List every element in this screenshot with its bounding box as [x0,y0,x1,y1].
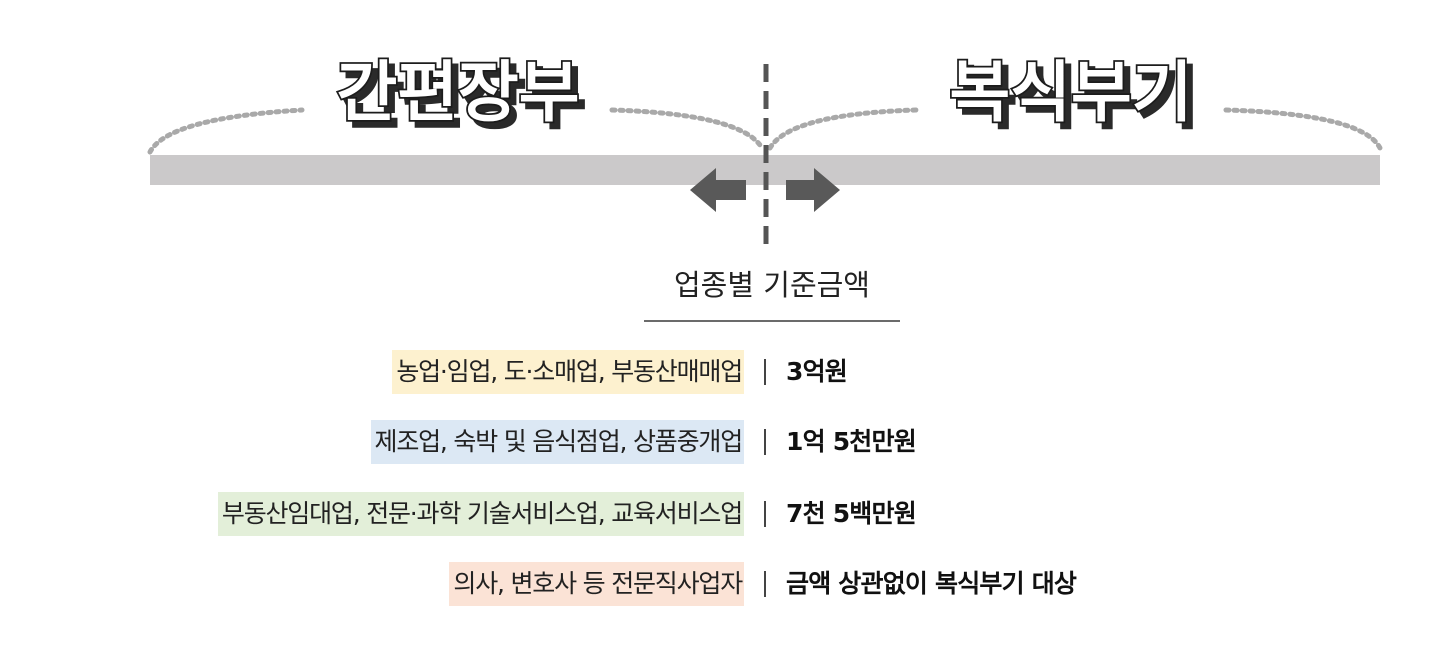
row-separator [764,501,766,527]
row-separator [764,429,766,455]
left-dotted-arc-left-segment [147,107,305,155]
left-title-shadow: 간편장부 [343,60,586,137]
threshold-value: 3억원 [786,357,848,386]
criteria-heading: 업종별 기준금액 [674,268,870,302]
left-title: 간편장부 [337,54,580,131]
industry-label: 농업·임업, 도·소매업, 부동산매매업 [392,350,744,394]
row-separator [764,359,766,385]
row-separator [764,571,766,597]
criteria-row: 농업·임업, 도·소매업, 부동산매매업 3억원 [0,350,1444,394]
industry-label: 제조업, 숙박 및 음식점업, 상품중개업 [370,420,744,464]
industry-label: 의사, 변호사 등 전문직사업자 [449,562,744,606]
left-dotted-arc-right-segment [609,107,765,151]
threshold-value: 금액 상관없이 복식부기 대상 [786,569,1077,598]
criteria-heading-underline [644,320,900,322]
right-title: 복식부기 [950,54,1193,131]
criteria-row: 제조업, 숙박 및 음식점업, 상품중개업 1억 5천만원 [0,420,1444,464]
arrow-right-icon [786,168,840,212]
right-title-shadow: 복식부기 [956,60,1199,137]
threshold-value: 7천 5백만원 [786,499,917,528]
criteria-row: 의사, 변호사 등 전문직사업자 금액 상관없이 복식부기 대상 [0,562,1444,606]
right-dotted-arc-right-segment [1223,107,1383,151]
criteria-row: 부동산임대업, 전문·과학 기술서비스업, 교육서비스업 7천 5백만원 [0,492,1444,536]
right-dotted-arc-left-segment [767,107,919,151]
industry-label: 부동산임대업, 전문·과학 기술서비스업, 교육서비스업 [217,492,744,536]
threshold-value: 1억 5천만원 [786,427,917,456]
arrow-left-icon [690,168,746,212]
